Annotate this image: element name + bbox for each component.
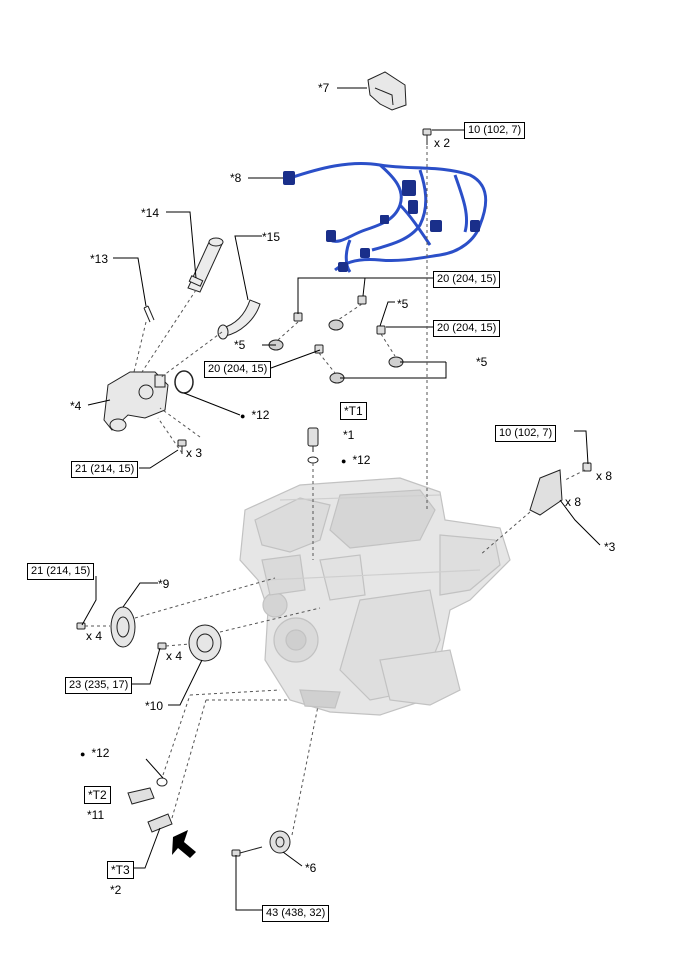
part-label-9: *9 xyxy=(158,577,170,591)
part-label-5b: *5 xyxy=(234,338,246,352)
assembly-lines xyxy=(85,146,586,836)
hose-clip xyxy=(143,305,155,323)
front-arrow xyxy=(172,830,196,858)
part-label-4: *4 xyxy=(70,399,82,413)
outlet-bolt xyxy=(177,439,187,454)
o-ring-outlet xyxy=(174,370,194,394)
non-reusable-dot: ● xyxy=(341,456,347,466)
part-label-3: *3 xyxy=(604,540,616,554)
part-label-7: *7 xyxy=(318,81,330,95)
torque-spec-harness-2: 20 (204, 15) xyxy=(433,320,501,337)
quantity-top: x 2 xyxy=(434,136,451,150)
part-label-11: *11 xyxy=(87,808,105,822)
quantity-ignition: x 8 xyxy=(565,495,582,509)
water-hose xyxy=(217,299,261,340)
water-outlet xyxy=(103,371,169,432)
pulley-10-bolt xyxy=(157,642,167,650)
quantity-pulley-9: x 4 xyxy=(86,629,103,643)
part-label-14: *14 xyxy=(141,206,160,220)
harness-bolts xyxy=(293,295,386,354)
quantity-outlet: x 3 xyxy=(186,446,203,460)
torque-spec-pulley-10: 23 (235, 17) xyxy=(65,677,133,694)
part-label-12b: ●*12 xyxy=(341,453,371,467)
torque-spec-harness-3: 20 (204, 15) xyxy=(204,361,272,378)
part-label-8: *8 xyxy=(230,171,242,185)
quantity-pulley-10: x 4 xyxy=(166,649,183,663)
part-label-6: *6 xyxy=(305,861,317,875)
torque-spec-top: 10 (102, 7) xyxy=(464,122,526,139)
harness-clamps xyxy=(268,319,404,384)
part-label-10: *10 xyxy=(145,699,164,713)
harness-cover xyxy=(367,71,407,111)
gasket-t2 xyxy=(156,777,168,787)
leader-lines xyxy=(81,87,601,911)
torque-spec-harness-1: 20 (204, 15) xyxy=(433,271,501,288)
pulley-10 xyxy=(188,624,222,662)
harness-connectors xyxy=(283,171,480,272)
gasket-t1 xyxy=(307,456,319,464)
engine-wire-harness xyxy=(289,161,488,273)
torque-spec-outlet: 21 (214, 15) xyxy=(71,461,139,478)
non-reusable-dot: ● xyxy=(240,411,246,421)
sensor-t2 xyxy=(127,787,155,805)
tool-label-t2: *T2 xyxy=(84,786,111,804)
part-label-12c: ●*12 xyxy=(80,746,110,760)
ignition-coil xyxy=(529,462,592,516)
tool-label-t1: *T1 xyxy=(340,402,367,420)
pulley-9 xyxy=(110,606,136,648)
part-label-1: *1 xyxy=(343,428,355,442)
torque-spec-idler: 43 (438, 32) xyxy=(262,905,330,922)
engine-assembly xyxy=(239,477,511,716)
idler-bolt xyxy=(231,846,263,857)
torque-spec-pulley-9: 21 (214, 15) xyxy=(27,563,95,580)
sensor-t1 xyxy=(307,427,319,452)
part-label-12a: ●*12 xyxy=(240,408,270,422)
part-label-15: *15 xyxy=(262,230,281,244)
part-label-13: *13 xyxy=(90,252,109,266)
torque-spec-right: 10 (102, 7) xyxy=(495,425,557,442)
sensor-t3 xyxy=(147,813,173,833)
part-label-5c: *5 xyxy=(476,355,488,369)
part-label-5a: *5 xyxy=(397,297,409,311)
pulley-9-bolt xyxy=(76,622,86,630)
part-label-2: *2 xyxy=(110,883,122,897)
harness-bolt-top xyxy=(422,128,432,145)
tool-label-t3: *T3 xyxy=(107,861,134,879)
quantity-ignition-bolt: x 8 xyxy=(596,469,613,483)
idler-pulley xyxy=(269,830,291,854)
non-reusable-dot: ● xyxy=(80,749,86,759)
